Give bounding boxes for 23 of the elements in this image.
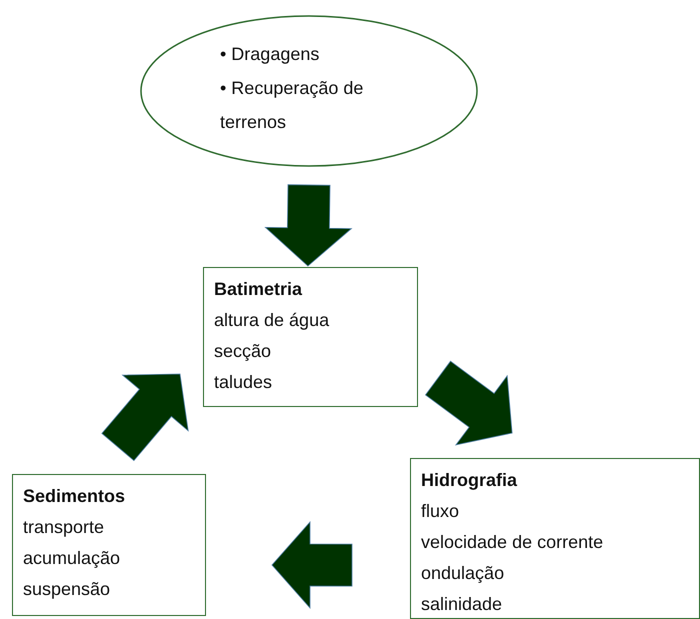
- box-text: velocidade de corrente: [421, 531, 604, 554]
- ellipse-node: [140, 15, 478, 167]
- box-text: secção: [214, 340, 272, 363]
- block-arrow: [101, 374, 189, 462]
- box-text: • Dragagens: [220, 43, 320, 66]
- box-text: • Recuperação de terrenos: [220, 77, 364, 134]
- process-box: [12, 474, 206, 616]
- box-heading: Batimetria: [214, 278, 304, 301]
- process-box: [410, 458, 700, 619]
- box-text: fluxo: [421, 500, 460, 523]
- block-arrow: [424, 360, 513, 446]
- box-text: taludes: [214, 371, 274, 394]
- block-arrow: [264, 184, 352, 267]
- block-arrow: [271, 520, 352, 610]
- box-heading: Hidrografia: [421, 469, 518, 492]
- box-heading: Sedimentos: [23, 485, 126, 508]
- process-box: [203, 267, 418, 407]
- box-text: altura de água: [214, 309, 330, 332]
- box-text: transporte: [23, 516, 106, 539]
- box-text: ondulação: [421, 562, 506, 585]
- box-text: suspensão: [23, 578, 112, 601]
- box-text: acumulação: [23, 547, 122, 570]
- box-text: salinidade: [421, 593, 504, 616]
